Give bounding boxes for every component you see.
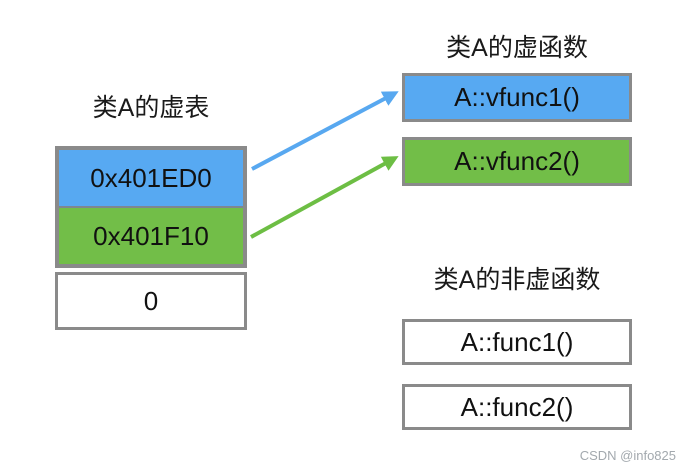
vfunc2-box: A::vfunc2(): [402, 137, 632, 186]
arrow-slot2-to-vfunc2: [250, 156, 399, 239]
vfunc1-box: A::vfunc1(): [402, 73, 632, 122]
non-virtual-functions-title: 类A的非虚函数: [433, 266, 601, 294]
arrow-slot1-to-vfunc1: [251, 91, 399, 171]
vtable: 0x401ED0 0x401F10 0: [55, 146, 247, 330]
vtable-pointer-cells: 0x401ED0 0x401F10: [55, 146, 247, 268]
watermark: CSDN @info825: [579, 448, 676, 463]
vtable-slot-vfunc1-address: 0x401ED0: [59, 150, 243, 206]
vtable-row-divider: [59, 206, 243, 208]
vtable-slot-vfunc2-address: 0x401F10: [59, 208, 243, 264]
func2-box: A::func2(): [402, 384, 632, 430]
vtable-terminator-cell: 0: [55, 272, 247, 330]
func1-box: A::func1(): [402, 319, 632, 365]
vtable-title: 类A的虚表: [92, 94, 210, 122]
virtual-functions-title: 类A的虚函数: [446, 34, 588, 62]
